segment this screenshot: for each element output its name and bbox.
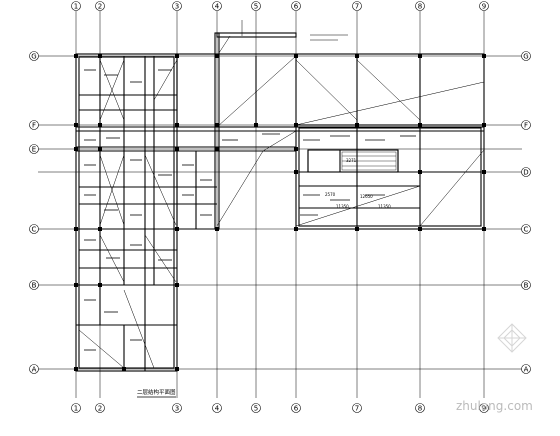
axis-labels-right: G F D C B A: [523, 53, 528, 374]
horizontal-grid-lines: [38, 55, 522, 370]
axis-label-g-left: G: [31, 53, 36, 61]
slab-label-d: 3271: [346, 158, 357, 163]
axis-label-9-top: 9: [482, 3, 486, 11]
dim-label-2: 11350: [378, 204, 391, 209]
axis-label-6-top: 6: [294, 3, 299, 11]
axis-label-b-right: B: [524, 282, 529, 290]
axis-label-a-right: A: [524, 366, 529, 374]
axis-label-2-bottom: 2: [98, 405, 102, 413]
axis-label-e-left: E: [32, 146, 36, 154]
rebar-marks: [84, 69, 416, 351]
top-annotation: [241, 20, 348, 41]
axis-label-f-left: F: [32, 122, 36, 130]
hatched-box: [341, 151, 397, 171]
axis-label-8-top: 8: [418, 3, 422, 11]
axis-label-1-top: 1: [74, 3, 78, 11]
slab-label-e: 2570: [325, 192, 336, 197]
drawing-title: 二层结构平面图: [137, 388, 176, 396]
axis-label-4-bottom: 4: [215, 405, 220, 413]
axis-labels-top: 1 2 3 4 5 6 7 8 9: [74, 3, 486, 11]
axis-label-b-left: B: [32, 282, 37, 290]
axis-label-f-right: F: [524, 122, 528, 130]
axis-label-5-bottom: 5: [254, 405, 258, 413]
axis-label-7-top: 7: [355, 3, 359, 11]
axis-label-8-bottom: 8: [418, 405, 422, 413]
axis-labels-bottom: 1 2 3 4 5 6 7 8 9: [74, 405, 486, 413]
axis-bubbles-right: [521, 51, 531, 374]
dim-label-3: 12650: [360, 194, 373, 199]
axis-bubbles-left: [29, 51, 39, 374]
axis-bubbles-top: [71, 1, 489, 11]
slab-diagonals: [78, 35, 485, 369]
axis-label-1-bottom: 1: [74, 405, 78, 413]
axis-label-7-bottom: 7: [355, 405, 359, 413]
beam-outlines: [75, 32, 485, 372]
axis-label-2-top: 2: [98, 3, 102, 11]
axis-label-c-left: C: [32, 226, 37, 234]
axis-bubbles-bottom: [71, 403, 489, 413]
axis-label-3-bottom: 3: [175, 405, 179, 413]
columns: [74, 54, 486, 371]
axis-label-4-top: 4: [215, 3, 220, 11]
zhulong-logo-icon: [497, 323, 527, 353]
axis-label-d-right: D: [523, 169, 528, 177]
dim-label-1: 11350: [336, 204, 349, 209]
axis-label-9-bottom: 9: [482, 405, 486, 413]
axis-label-5-top: 5: [254, 3, 258, 11]
axis-label-3-top: 3: [175, 3, 179, 11]
axis-label-g-right: G: [523, 53, 528, 61]
axis-labels-left: G F E C B A: [31, 53, 36, 374]
axis-label-c-right: C: [524, 226, 529, 234]
axis-label-a-left: A: [32, 366, 37, 374]
watermark-text: zhulong.com: [456, 399, 533, 413]
axis-label-6-bottom: 6: [294, 405, 299, 413]
